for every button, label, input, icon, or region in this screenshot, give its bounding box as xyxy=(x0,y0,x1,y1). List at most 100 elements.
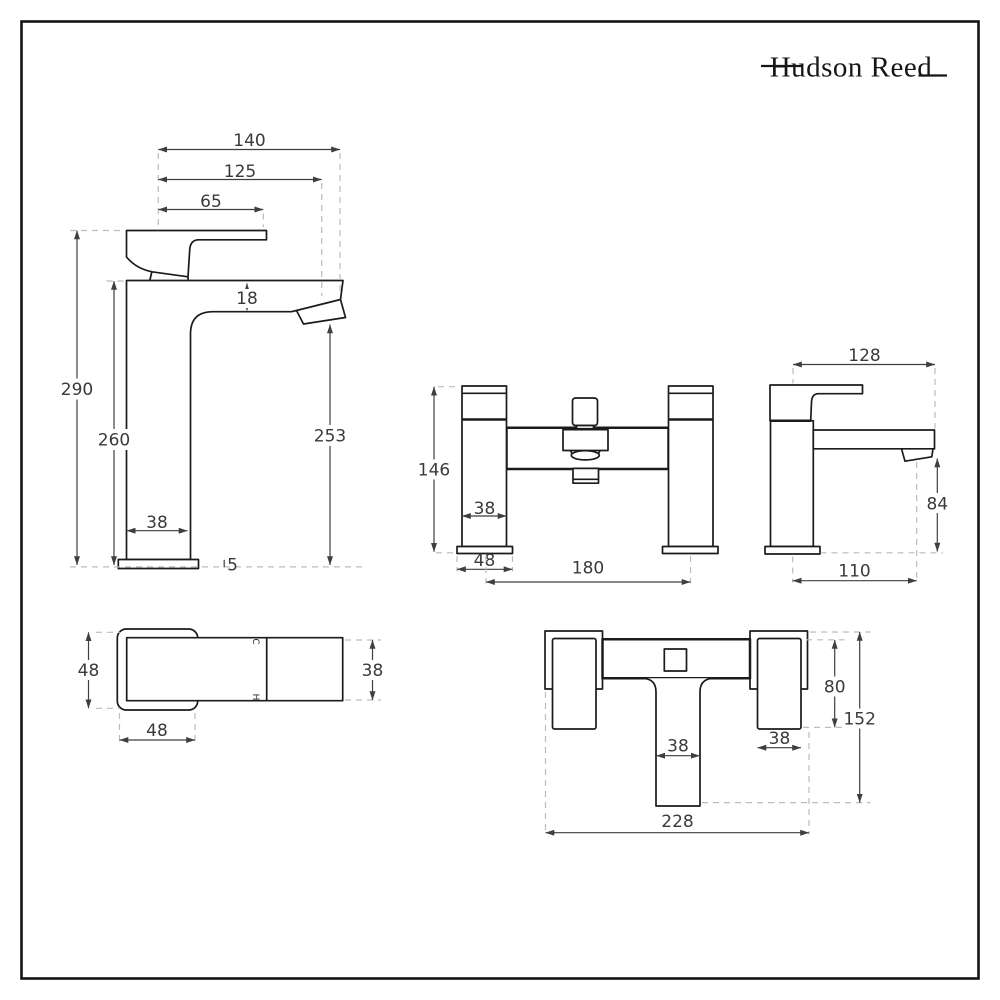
plan-right-handle xyxy=(756,637,802,730)
basin-body-outline xyxy=(125,279,347,561)
extension-line xyxy=(157,153,341,296)
label-backing xyxy=(921,493,954,513)
dim-body-width-plan: 38 xyxy=(345,639,387,701)
side-pillar xyxy=(769,419,815,548)
dim-label-228: 228 xyxy=(661,812,693,832)
dim-label-38: 38 xyxy=(474,499,496,519)
plan-diverter-knob xyxy=(663,648,688,672)
dim-label-152: 152 xyxy=(843,710,875,730)
shower-hose-connector xyxy=(570,449,601,461)
dim-base-width: 48 xyxy=(456,551,514,573)
dim-label-38: 38 xyxy=(362,661,384,681)
extension-line xyxy=(792,462,918,583)
extension-line xyxy=(792,368,936,429)
dim-pillar-width: 38 xyxy=(461,499,507,519)
label-backing xyxy=(313,425,347,446)
label-backing xyxy=(358,660,387,680)
dim-label-48: 48 xyxy=(78,661,100,681)
side-spout-arm xyxy=(812,429,936,450)
label-backing xyxy=(61,378,93,400)
bath-spout-outlet xyxy=(572,467,600,485)
plan-left-handle xyxy=(551,637,597,730)
dim-overall-width: 228 xyxy=(544,692,810,836)
extension-line xyxy=(544,692,810,835)
dim-base-depth: 48 xyxy=(74,631,120,709)
bath-mixer-front-view: 146 38 48 180 xyxy=(417,385,719,585)
basin-lever-handle xyxy=(125,229,268,278)
extension-line xyxy=(485,556,692,584)
left-base-plate xyxy=(456,545,514,555)
dim-label-80: 80 xyxy=(824,678,846,698)
left-pillar xyxy=(461,385,508,548)
dim-spout-reach: 110 xyxy=(792,462,918,584)
dim-spout-section: 18 xyxy=(236,283,258,311)
shower-outlet-housing xyxy=(562,428,609,452)
dim-label-180: 180 xyxy=(572,559,604,579)
bath-mixer-side-view: 128 84 110 xyxy=(764,346,954,584)
dim-body-width: 38 xyxy=(126,513,188,534)
dim-overall-height: 290 xyxy=(61,229,124,566)
dim-tap-centres: 180 xyxy=(485,556,692,585)
dim-label-5: 5 xyxy=(227,556,238,576)
dim-label-146: 146 xyxy=(418,461,450,481)
label-backing xyxy=(819,676,851,697)
diverter-stem xyxy=(575,424,595,430)
dim-label-38: 38 xyxy=(146,513,168,533)
basin-plan-body xyxy=(125,636,344,702)
basin-spout-tip-edge xyxy=(296,298,341,312)
dim-label-38: 38 xyxy=(667,737,689,757)
extension-line xyxy=(436,386,460,554)
right-base-plate xyxy=(661,545,719,555)
plan-spout-stem xyxy=(643,677,713,807)
dim-handle-length: 65 xyxy=(158,192,264,227)
dim-spout-clearance: 84 xyxy=(921,458,954,552)
right-pillar xyxy=(667,385,714,548)
dim-label-260: 260 xyxy=(98,431,130,451)
dim-overall-depth: 152 xyxy=(702,631,878,804)
diverter-knob xyxy=(571,397,599,427)
dim-upper-depth: 125 xyxy=(158,162,323,296)
dim-body-height: 260 xyxy=(98,280,130,566)
dim-label-128: 128 xyxy=(848,346,880,366)
dim-spout-height: 253 xyxy=(313,324,347,566)
dim-label-253: 253 xyxy=(314,427,346,447)
extension-line xyxy=(345,639,381,701)
label-backing xyxy=(236,289,258,308)
dim-handle-depth: 80 xyxy=(803,639,851,728)
dim-overall-depth: 128 xyxy=(792,346,936,429)
dim-label-84: 84 xyxy=(926,495,948,515)
side-lever-handle xyxy=(769,384,864,422)
dim-base-thickness: 5 xyxy=(223,556,238,576)
basin-mixer-plan-view: C H 48 38 48 xyxy=(74,628,387,743)
dim-label-125: 125 xyxy=(224,162,256,182)
dim-label-18: 18 xyxy=(236,289,258,309)
dim-overall-height: 146 xyxy=(417,386,460,554)
basin-mixer-side-view: 140 125 65 18 290 260 xyxy=(61,131,365,576)
dim-overall-depth: 140 xyxy=(157,131,341,296)
dim-label-48: 48 xyxy=(146,721,168,741)
label-backing xyxy=(842,708,878,729)
brand-name: Hudson Reed xyxy=(770,52,933,84)
label-backing xyxy=(98,429,130,450)
side-base-plate xyxy=(764,545,821,555)
side-spout-tip xyxy=(900,447,934,463)
dim-label-290: 290 xyxy=(61,380,93,400)
dim-spout-width: 38 xyxy=(656,737,700,759)
basin-handle-collar xyxy=(148,271,190,281)
page-border xyxy=(20,20,980,980)
extension-line xyxy=(96,631,120,709)
basin-base-plate xyxy=(117,558,200,570)
dim-label-110: 110 xyxy=(838,562,870,582)
dim-handle-width: 38 xyxy=(757,729,802,751)
bath-mixer-plan-view: 80 152 38 38 228 xyxy=(544,630,878,836)
dim-label-38: 38 xyxy=(769,729,791,749)
dim-base-width-plan: 48 xyxy=(118,713,196,743)
dim-label-48: 48 xyxy=(474,551,496,571)
hot-indicator: H xyxy=(250,694,260,701)
dim-label-140: 140 xyxy=(233,131,265,151)
label-backing xyxy=(74,660,103,680)
dim-label-65: 65 xyxy=(200,192,222,212)
brand-logo: Hudson Reed xyxy=(761,52,947,84)
